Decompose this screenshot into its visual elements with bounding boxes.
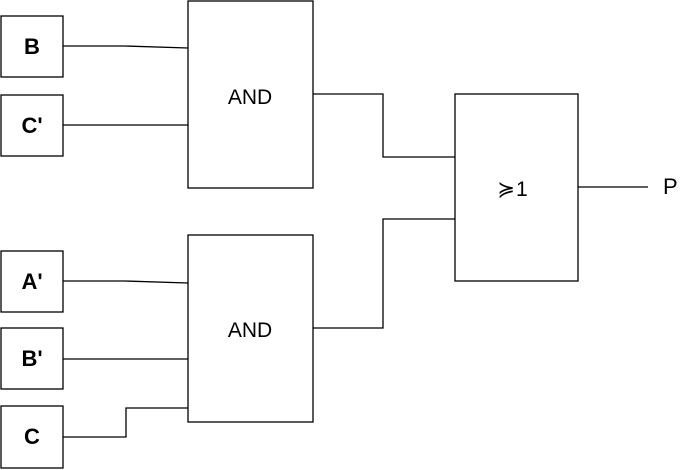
- and-gate-top: AND: [187, 0, 314, 189]
- wire-and-top-to-or: [313, 93, 455, 158]
- output-p-label: P: [663, 174, 678, 199]
- and-gate-bottom: AND: [187, 234, 314, 423]
- input-b-prime-label: B': [21, 346, 42, 371]
- input-b-prime: B': [0, 327, 64, 390]
- input-b-label: B: [24, 34, 40, 59]
- or-gate-number: 1: [516, 178, 528, 201]
- input-c-label: C: [24, 424, 40, 449]
- input-a-prime-label: A': [21, 269, 42, 294]
- wire-c-to-and-bottom: [63, 407, 188, 438]
- or-gate: ≽ 1: [454, 93, 579, 282]
- wire-b-to-and-top: [63, 45, 189, 49]
- input-b: B: [0, 15, 64, 78]
- input-c-prime: C': [0, 94, 64, 157]
- wire-a-prime-to-and-bottom: [63, 280, 189, 284]
- and-gate-bottom-label: AND: [228, 319, 272, 342]
- input-a-prime: A': [0, 250, 64, 313]
- wire-and-bottom-to-or: [313, 218, 455, 329]
- input-c-prime-label: C': [21, 113, 42, 138]
- or-gate-symbol: ≽: [497, 178, 515, 201]
- input-c: C: [0, 405, 64, 469]
- and-gate-top-label: AND: [228, 86, 272, 109]
